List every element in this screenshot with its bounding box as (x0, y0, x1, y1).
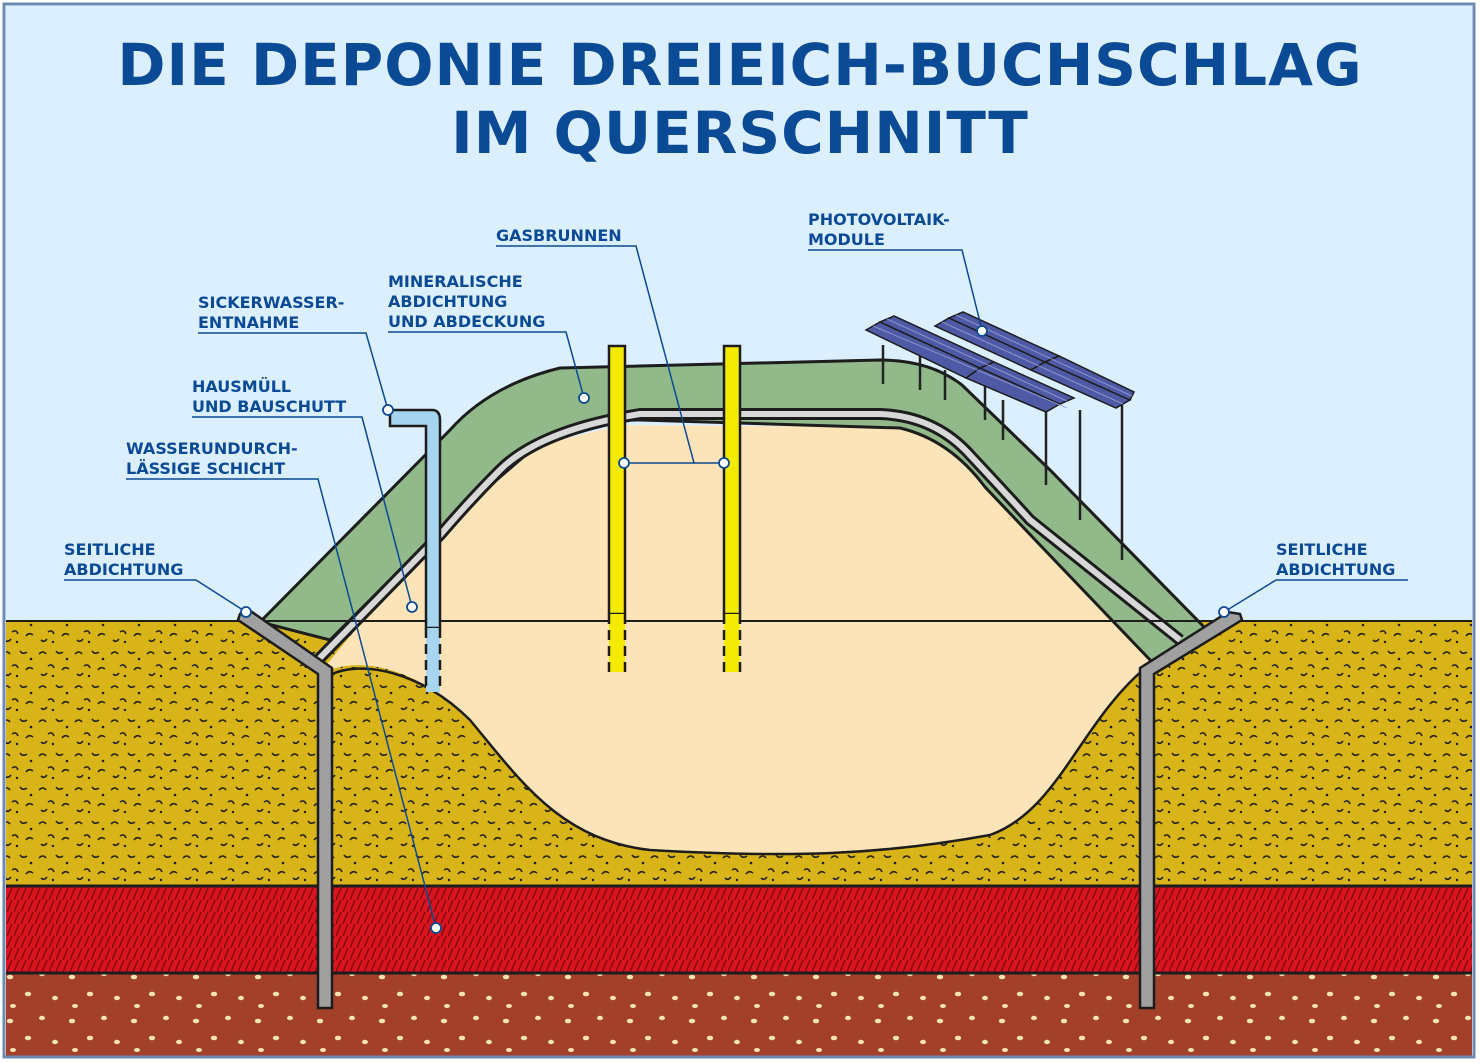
leader-photovoltaik (808, 249, 983, 331)
waste-body (318, 425, 1200, 855)
label-seitliche-abdichtung-right: SEITLICHE ABDICHTUNG (1276, 540, 1396, 579)
gas-well-left (607, 344, 627, 672)
label-wasserundurchlaessig: WASSERUNDURCH- LÄSSIGE SCHICHT (126, 439, 298, 478)
leader-mineralische (388, 331, 585, 399)
gas-well-right (722, 344, 742, 672)
leader-seitliche-left (64, 579, 247, 613)
seepage-pipe (388, 408, 442, 630)
side-seal-left (236, 610, 334, 1010)
label-seitliche-abdichtung-left: SEITLICHE ABDICHTUNG (64, 540, 184, 579)
label-mineralische-abdichtung: MINERALISCHE ABDICHTUNG UND ABDECKUNG (388, 272, 546, 331)
seepage-pipe-perforated (424, 628, 442, 692)
label-gasbrunnen: GASBRUNNEN (496, 226, 622, 245)
pv-array (864, 311, 1136, 560)
leader-dots (240, 325, 1230, 934)
impermeable-layer (6, 886, 1472, 974)
leader-sickerwasser (198, 332, 389, 411)
title-line-1: DIE DEPONIE DREIEICH-BUCHSCHLAG (117, 31, 1363, 99)
leader-gasbrunnen (496, 245, 695, 464)
leader-lines (64, 245, 1408, 929)
label-photovoltaik: PHOTOVOLTAIK- MODULE (808, 210, 950, 249)
label-hausmuell: HAUSMÜLL UND BAUSCHUTT (192, 377, 347, 416)
leader-wasserundurch (126, 478, 437, 929)
label-sickerwasser: SICKERWASSER- ENTNAHME (198, 293, 345, 332)
title-line-2: IM QUERSCHNITT (451, 99, 1029, 167)
leader-hausmuell (192, 416, 413, 608)
side-seal-right (1138, 610, 1244, 1010)
bottom-layer (6, 973, 1472, 1057)
